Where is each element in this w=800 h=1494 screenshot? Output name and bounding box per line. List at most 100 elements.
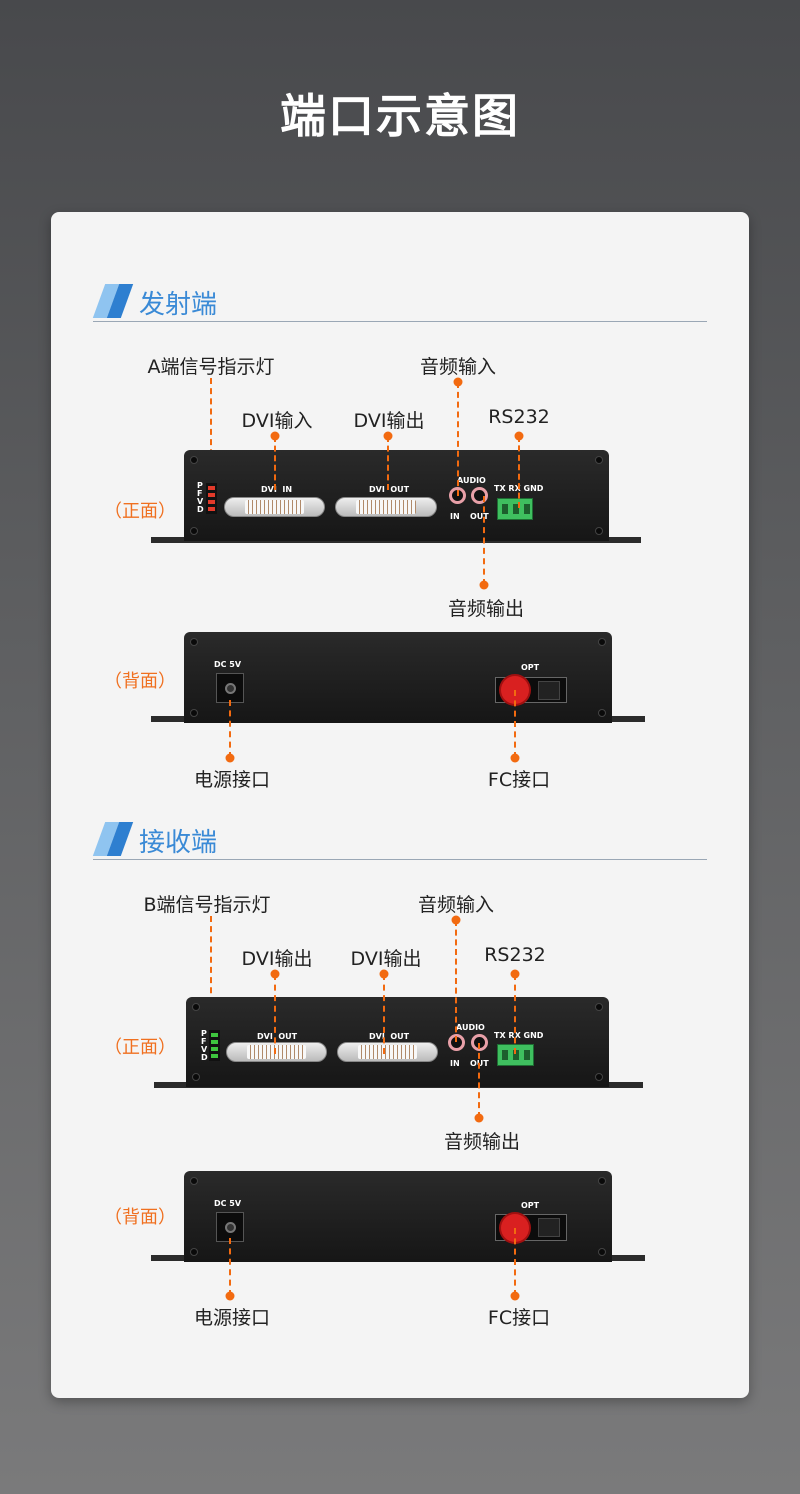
callout-fc: FC接口 <box>487 769 551 791</box>
callout-audio-in: 音频输入 <box>419 356 497 378</box>
led-letter: V <box>197 497 204 506</box>
callout-line <box>210 378 212 496</box>
dvi1-port-label: DVI IN <box>261 485 293 494</box>
screw-icon <box>190 1177 198 1185</box>
dvi-out-port <box>337 1042 438 1062</box>
dvi2-port-label: DVI OUT <box>369 1032 410 1041</box>
page-title: 端口示意图 <box>280 89 520 143</box>
led-letter: V <box>201 1045 208 1054</box>
led-letter: P <box>201 1029 207 1038</box>
callout-dvi1: DVI输入 <box>241 410 313 432</box>
callout-dot <box>510 1291 520 1301</box>
callout-line <box>383 974 385 1054</box>
callout-line <box>514 1228 516 1296</box>
callout-rs232: RS232 <box>484 944 546 966</box>
dc-power-jack <box>216 1212 244 1242</box>
callout-line <box>518 436 520 508</box>
section-title: 发射端 <box>139 290 218 320</box>
callout-dot <box>225 1291 235 1301</box>
screw-icon <box>598 1248 606 1256</box>
callout-power: 电源接口 <box>193 1307 271 1329</box>
callout-dvi1: DVI输出 <box>241 948 313 970</box>
screw-icon <box>192 1073 200 1081</box>
opt-label: OPT <box>521 663 540 672</box>
callout-dot <box>510 753 520 763</box>
screw-icon <box>190 709 198 717</box>
callout-line <box>229 700 231 758</box>
screw-icon <box>190 456 198 464</box>
audio-in-label: IN <box>450 1059 460 1068</box>
section-header-receiver: 接收端 <box>92 820 707 860</box>
status-leds <box>206 483 217 514</box>
dvi2-port-label: DVI OUT <box>369 485 410 494</box>
fc-port <box>495 676 567 704</box>
led-letter: D <box>201 1053 208 1062</box>
callout-indicator: B端信号指示灯 <box>143 894 271 916</box>
fc-port <box>495 1214 567 1242</box>
fc-slot <box>538 1218 560 1237</box>
dvi-out-port <box>335 497 437 517</box>
led-letter: D <box>197 505 204 514</box>
screw-icon <box>190 638 198 646</box>
back-label: （背面） <box>104 671 176 692</box>
callout-fc: FC接口 <box>487 1307 551 1329</box>
section-title: 接收端 <box>139 828 218 858</box>
callout-line <box>478 1043 480 1118</box>
callout-power: 电源接口 <box>193 769 271 791</box>
audio-label: AUDIO <box>457 476 486 485</box>
screw-icon <box>595 1003 603 1011</box>
callout-audio-out: 音频输出 <box>447 598 525 620</box>
callout-line <box>274 974 276 1054</box>
callout-line <box>229 1238 231 1296</box>
rs232-pins-label: TX RX GND <box>494 484 544 493</box>
fc-slot <box>538 681 560 700</box>
audio-out-label: OUT <box>470 512 489 521</box>
rx-back-panel: DC 5V OPT <box>184 1171 612 1262</box>
callout-dvi2: DVI输出 <box>350 948 422 970</box>
led-letter: F <box>197 489 203 498</box>
status-leds <box>209 1030 220 1061</box>
callout-dot <box>479 580 489 590</box>
screw-icon <box>598 1177 606 1185</box>
front-label: （正面） <box>104 501 176 522</box>
callout-audio-out: 音频输出 <box>443 1131 521 1153</box>
front-label: （正面） <box>104 1037 176 1058</box>
tx-back-panel: DC 5V OPT <box>184 632 612 723</box>
dc-power-jack <box>216 673 244 703</box>
callout-line <box>457 382 459 496</box>
rs232-pins-label: TX RX GND <box>494 1031 544 1040</box>
screw-icon <box>595 456 603 464</box>
dc-label: DC 5V <box>214 660 242 669</box>
audio-label: AUDIO <box>456 1023 485 1032</box>
audio-out-jack <box>471 487 488 504</box>
callout-indicator: A端信号指示灯 <box>147 356 275 378</box>
dc-label: DC 5V <box>214 1199 242 1208</box>
dvi1-port-label: DVI OUT <box>257 1032 298 1041</box>
callout-line <box>210 916 212 1034</box>
led-letter: F <box>201 1037 207 1046</box>
screw-icon <box>192 1003 200 1011</box>
callout-dot <box>225 753 235 763</box>
callout-audio-in: 音频输入 <box>417 894 495 916</box>
rs232-terminal <box>497 498 533 520</box>
callout-dot <box>474 1113 484 1123</box>
dvi-out-port <box>226 1042 327 1062</box>
screw-icon <box>190 527 198 535</box>
audio-in-label: IN <box>450 512 460 521</box>
opt-label: OPT <box>521 1201 540 1210</box>
callout-dvi2: DVI输出 <box>353 410 425 432</box>
callout-line <box>455 920 457 1042</box>
screw-icon <box>190 1248 198 1256</box>
screw-icon <box>598 638 606 646</box>
callout-line <box>514 974 516 1054</box>
back-label: （背面） <box>104 1207 176 1228</box>
screw-icon <box>598 709 606 717</box>
callout-line <box>483 496 485 585</box>
dvi-in-port <box>224 497 325 517</box>
callout-rs232: RS232 <box>488 406 550 428</box>
screw-icon <box>595 1073 603 1081</box>
